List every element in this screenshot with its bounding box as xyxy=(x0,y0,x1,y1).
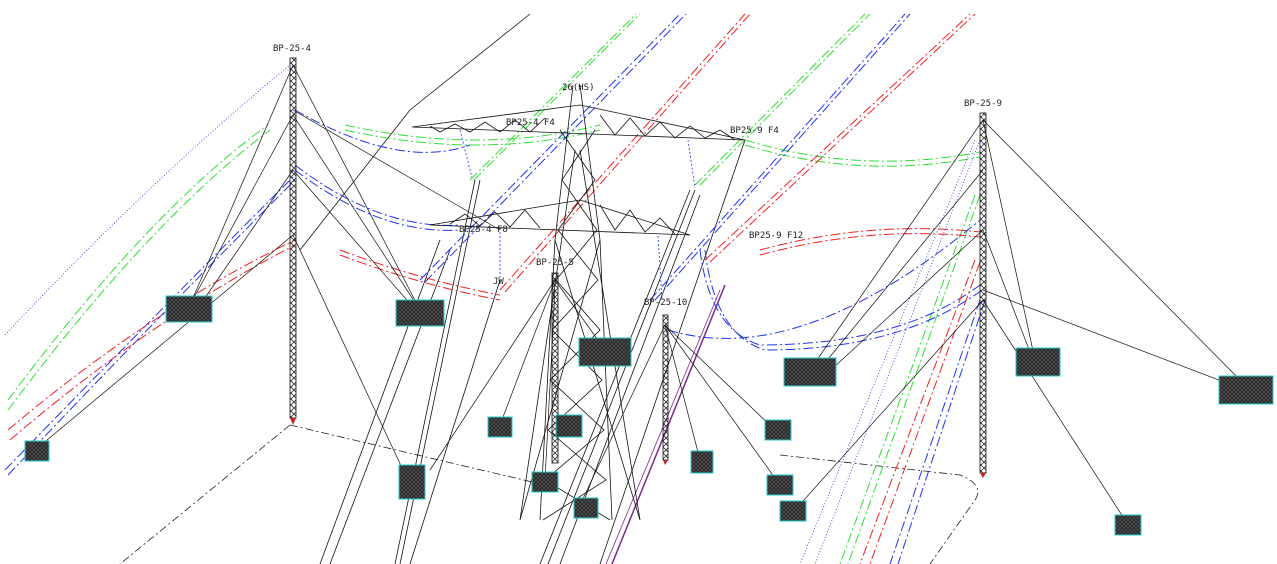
anchor-block-icon xyxy=(779,500,807,522)
red-phase-conductors xyxy=(7,13,981,564)
anchor-block-icon xyxy=(487,416,513,438)
anchor-block-icon xyxy=(1218,375,1274,405)
anchor-block-icon xyxy=(690,450,714,474)
bp25-4-f4-label: BP25-4 F4 xyxy=(506,118,555,128)
anchor-block-icon xyxy=(573,497,599,519)
green-phase-conductors xyxy=(7,13,981,564)
anchor-block-icon xyxy=(395,299,445,327)
anchor-block-icon xyxy=(764,419,792,441)
anchor-blocks xyxy=(24,295,1274,536)
mast-bp-25-5 xyxy=(551,272,559,464)
mast-bp-25-10-label: BP-25-10 xyxy=(644,298,687,308)
insulators xyxy=(459,129,696,301)
anchor-block-icon xyxy=(1114,514,1142,536)
mast-bp-25-4-label: BP-25-4 xyxy=(273,44,311,54)
guy-wires xyxy=(34,64,1246,521)
anchor-block-icon xyxy=(578,337,632,367)
anchor-block-icon xyxy=(398,464,426,500)
bp25-4-f8-label: BP25-4 F8 xyxy=(459,225,508,235)
anchor-block-icon xyxy=(24,440,50,462)
anchor-block-icon xyxy=(783,357,837,387)
mast-bp-25-4 xyxy=(289,57,297,425)
mast-bp-25-9-label: BP-25-9 xyxy=(964,99,1002,109)
blue-phase-conductors xyxy=(4,13,986,564)
blue-dotted-lines xyxy=(4,64,981,564)
anchor-block-icon xyxy=(766,474,794,496)
background-conductors xyxy=(299,13,746,564)
anchor-block-icon xyxy=(555,414,583,438)
jw-label: JW xyxy=(493,277,504,287)
purple-conductor xyxy=(611,284,726,564)
tower-26-label: 26(HS) xyxy=(562,83,595,93)
anchor-block-icon xyxy=(165,295,213,323)
anchor-block-icon xyxy=(1015,347,1061,377)
mast-bp-25-9 xyxy=(979,112,987,478)
bp25-9-f4-label: BP25-9 F4 xyxy=(730,126,779,136)
mast-bp-25-10 xyxy=(662,314,669,465)
anchor-block-icon xyxy=(531,471,559,493)
mast-bp-25-5-label: BP-25-5 xyxy=(536,258,574,268)
bp25-9-f12-label: BP25-9 F12 xyxy=(749,231,803,241)
